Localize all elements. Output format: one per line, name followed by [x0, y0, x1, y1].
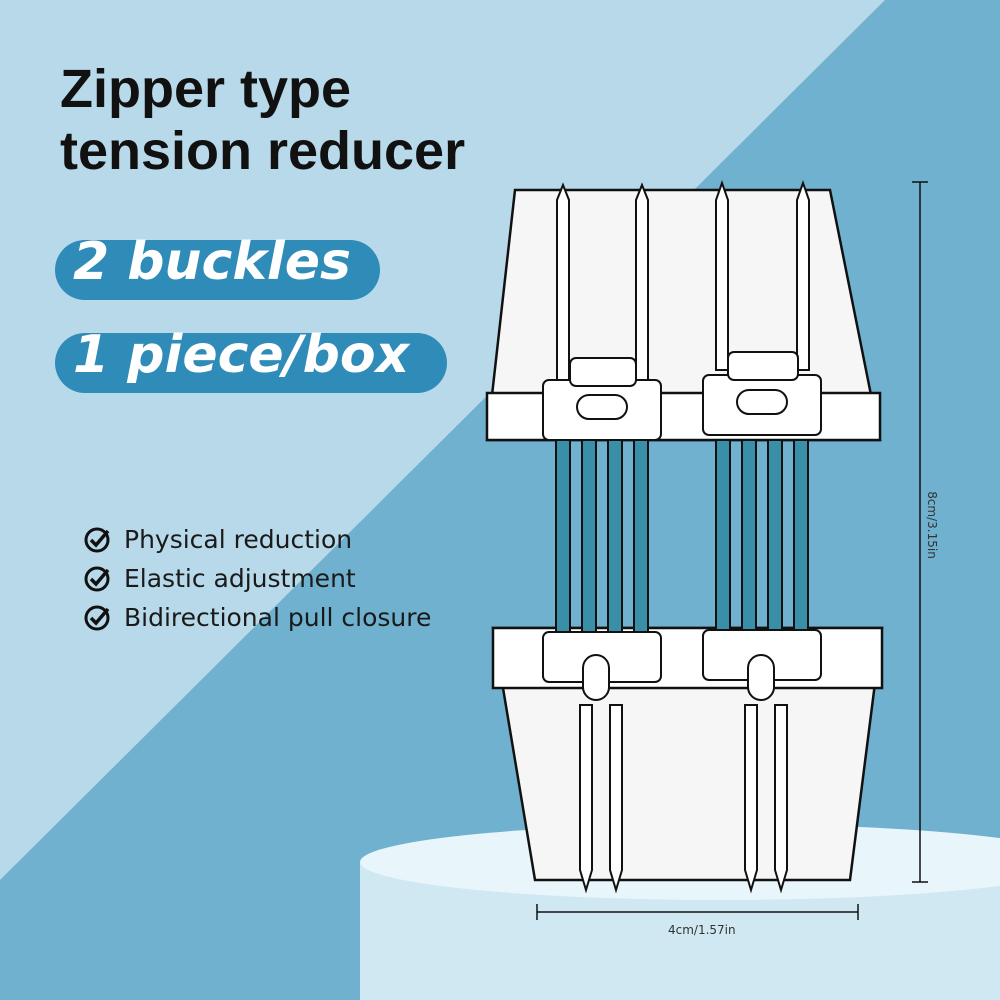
feature-list: Physical reduction Elastic adjustment Bi…	[82, 520, 431, 637]
height-dimension-label: 8cm/3.15in	[924, 491, 939, 559]
title-line-2: tension reducer	[60, 121, 466, 181]
feature-item: Physical reduction	[82, 520, 431, 559]
feature-label: Physical reduction	[124, 525, 353, 554]
width-dimension-label: 4cm/1.57in	[668, 923, 736, 937]
dimension-lines	[536, 181, 928, 920]
badge-label: 1 piece/box	[73, 325, 410, 385]
check-circle-icon	[84, 566, 110, 591]
title-line-1: Zipper type	[60, 59, 352, 119]
badge-label: 2 buckles	[73, 232, 351, 292]
check-circle-icon	[84, 527, 110, 552]
feature-item: Bidirectional pull closure	[82, 598, 431, 637]
feature-label: Bidirectional pull closure	[124, 603, 432, 632]
product-illustration	[485, 179, 884, 894]
badge-quantity: 1 piece/box	[55, 325, 447, 393]
feature-label: Elastic adjustment	[124, 564, 356, 593]
page-title: Zipper type tension reducer	[60, 58, 465, 182]
feature-item: Elastic adjustment	[82, 559, 431, 598]
check-circle-icon	[84, 605, 110, 630]
badge-buckles: 2 buckles	[55, 232, 380, 300]
